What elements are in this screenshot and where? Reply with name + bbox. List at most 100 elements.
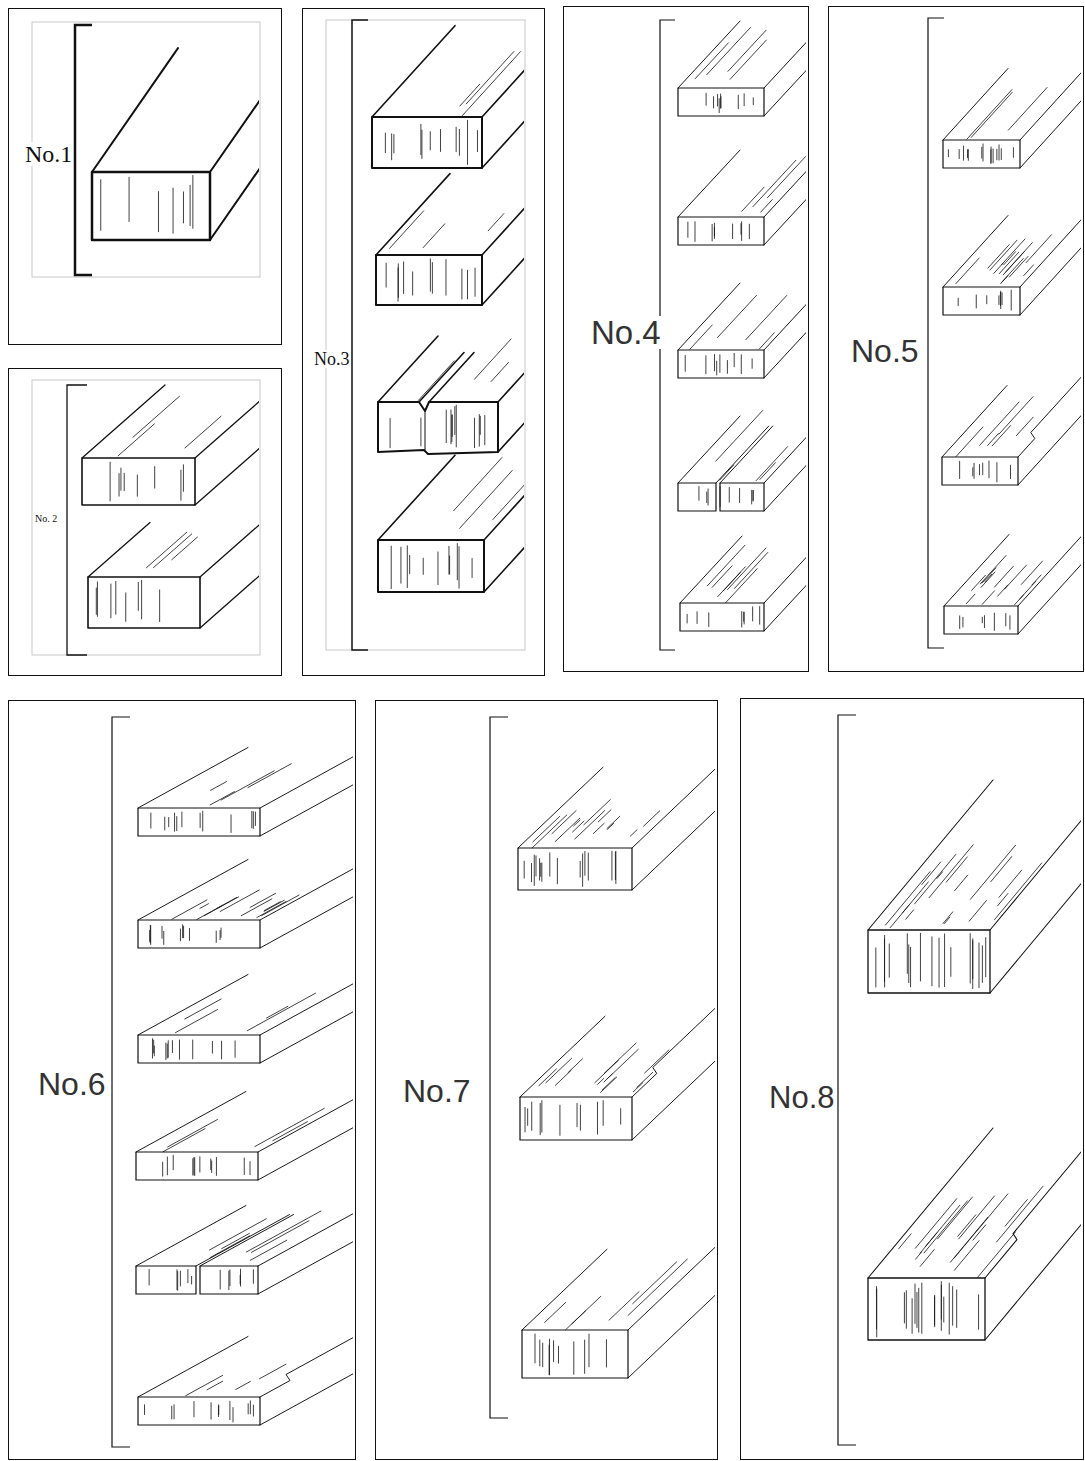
grade-panel: No.8 [740,698,1084,1460]
board-edge [378,402,498,454]
grain-line [577,1103,578,1126]
board-edge [632,950,715,1097]
grain-line [999,397,1033,434]
grain-line [115,581,116,614]
grain-line [539,859,540,880]
grade-bracket [490,717,508,1418]
board-edge [378,336,438,402]
grain-line [454,458,502,511]
grain-line [467,120,468,164]
grain-line [714,227,715,235]
grain-line [423,558,424,574]
board-edge [260,754,353,837]
grain-line [1005,565,1027,589]
grain-line [244,1158,245,1175]
grain-line [474,339,511,379]
grain-line [980,402,1019,445]
board-edge [429,353,474,403]
grain-line [459,129,460,155]
grain-line [539,1069,556,1086]
board-edge [628,1212,715,1330]
grade-bracket [112,717,130,1447]
board-edge [680,536,742,603]
board-edge [944,606,1018,634]
board-edge [92,48,178,172]
grain-line [430,132,431,150]
board-edge [764,28,806,88]
grade-panel: No.4 [563,6,809,672]
grain-line [959,616,960,629]
board-group [92,23,259,240]
grain-line [210,792,234,805]
grain-line [192,175,193,228]
grain-line [231,815,232,833]
grain-line [534,855,535,885]
grain-line [525,1107,526,1132]
grade-bracket [352,20,368,650]
board-edge [82,458,195,505]
grade-panel: No.6 [8,700,356,1460]
grain-line [706,93,707,105]
grain-line [220,890,259,912]
grain-line [707,545,745,586]
grain-line [549,853,550,876]
board-edge [200,470,259,628]
grain-line [199,1157,200,1172]
grain-line [759,607,760,625]
grain-line [995,566,1014,587]
grain-line [150,926,151,945]
grain-line [385,133,386,153]
grade-label: No.6 [37,1068,107,1100]
grain-line [1002,239,1025,265]
grain-line [1011,290,1012,310]
grain-line [211,1161,212,1173]
grade-label: No.7 [402,1075,472,1107]
board-edge [522,1249,607,1330]
board-edge [764,157,806,217]
grain-line [192,1159,193,1175]
grain-line [633,1083,642,1092]
grain-line [628,1259,687,1315]
board-edge [82,385,165,458]
grain-line [457,543,458,579]
grain-line [221,1041,222,1059]
grain-line [190,185,191,225]
board-edge [138,1397,260,1425]
grain-line [176,1270,177,1290]
grain-line [734,552,767,588]
grain-line [955,875,968,891]
grain-line [687,614,688,623]
grain-line [183,465,184,492]
board-edge [138,860,248,921]
grain-line [752,607,753,621]
grain-line [943,912,953,924]
grain-line [218,1406,219,1417]
board-edge [764,56,806,116]
grain-line [448,546,449,574]
board-edge [138,808,260,836]
grain-line [1002,293,1003,305]
grain-line [474,418,475,448]
grain-line [124,473,125,490]
board-edge [260,953,353,1036]
grain-line [756,447,787,481]
grain-line [228,1271,229,1290]
grain-line [1024,265,1034,276]
board-edge [678,150,740,217]
grain-line [211,1403,212,1420]
grain-line [187,1270,188,1283]
grain-line [532,815,567,848]
grain-line [752,359,753,368]
grain-line [409,555,410,573]
grain-line [162,1162,163,1176]
board-edge [378,455,455,540]
board-group [136,726,353,1426]
grain-line [744,612,745,624]
grain-line [946,857,967,882]
board-edge [210,23,259,172]
board-edge [260,838,353,921]
grain-line [999,870,1022,897]
board-edge [943,216,1008,288]
grain-line [533,816,560,842]
grain-line [573,1342,574,1374]
